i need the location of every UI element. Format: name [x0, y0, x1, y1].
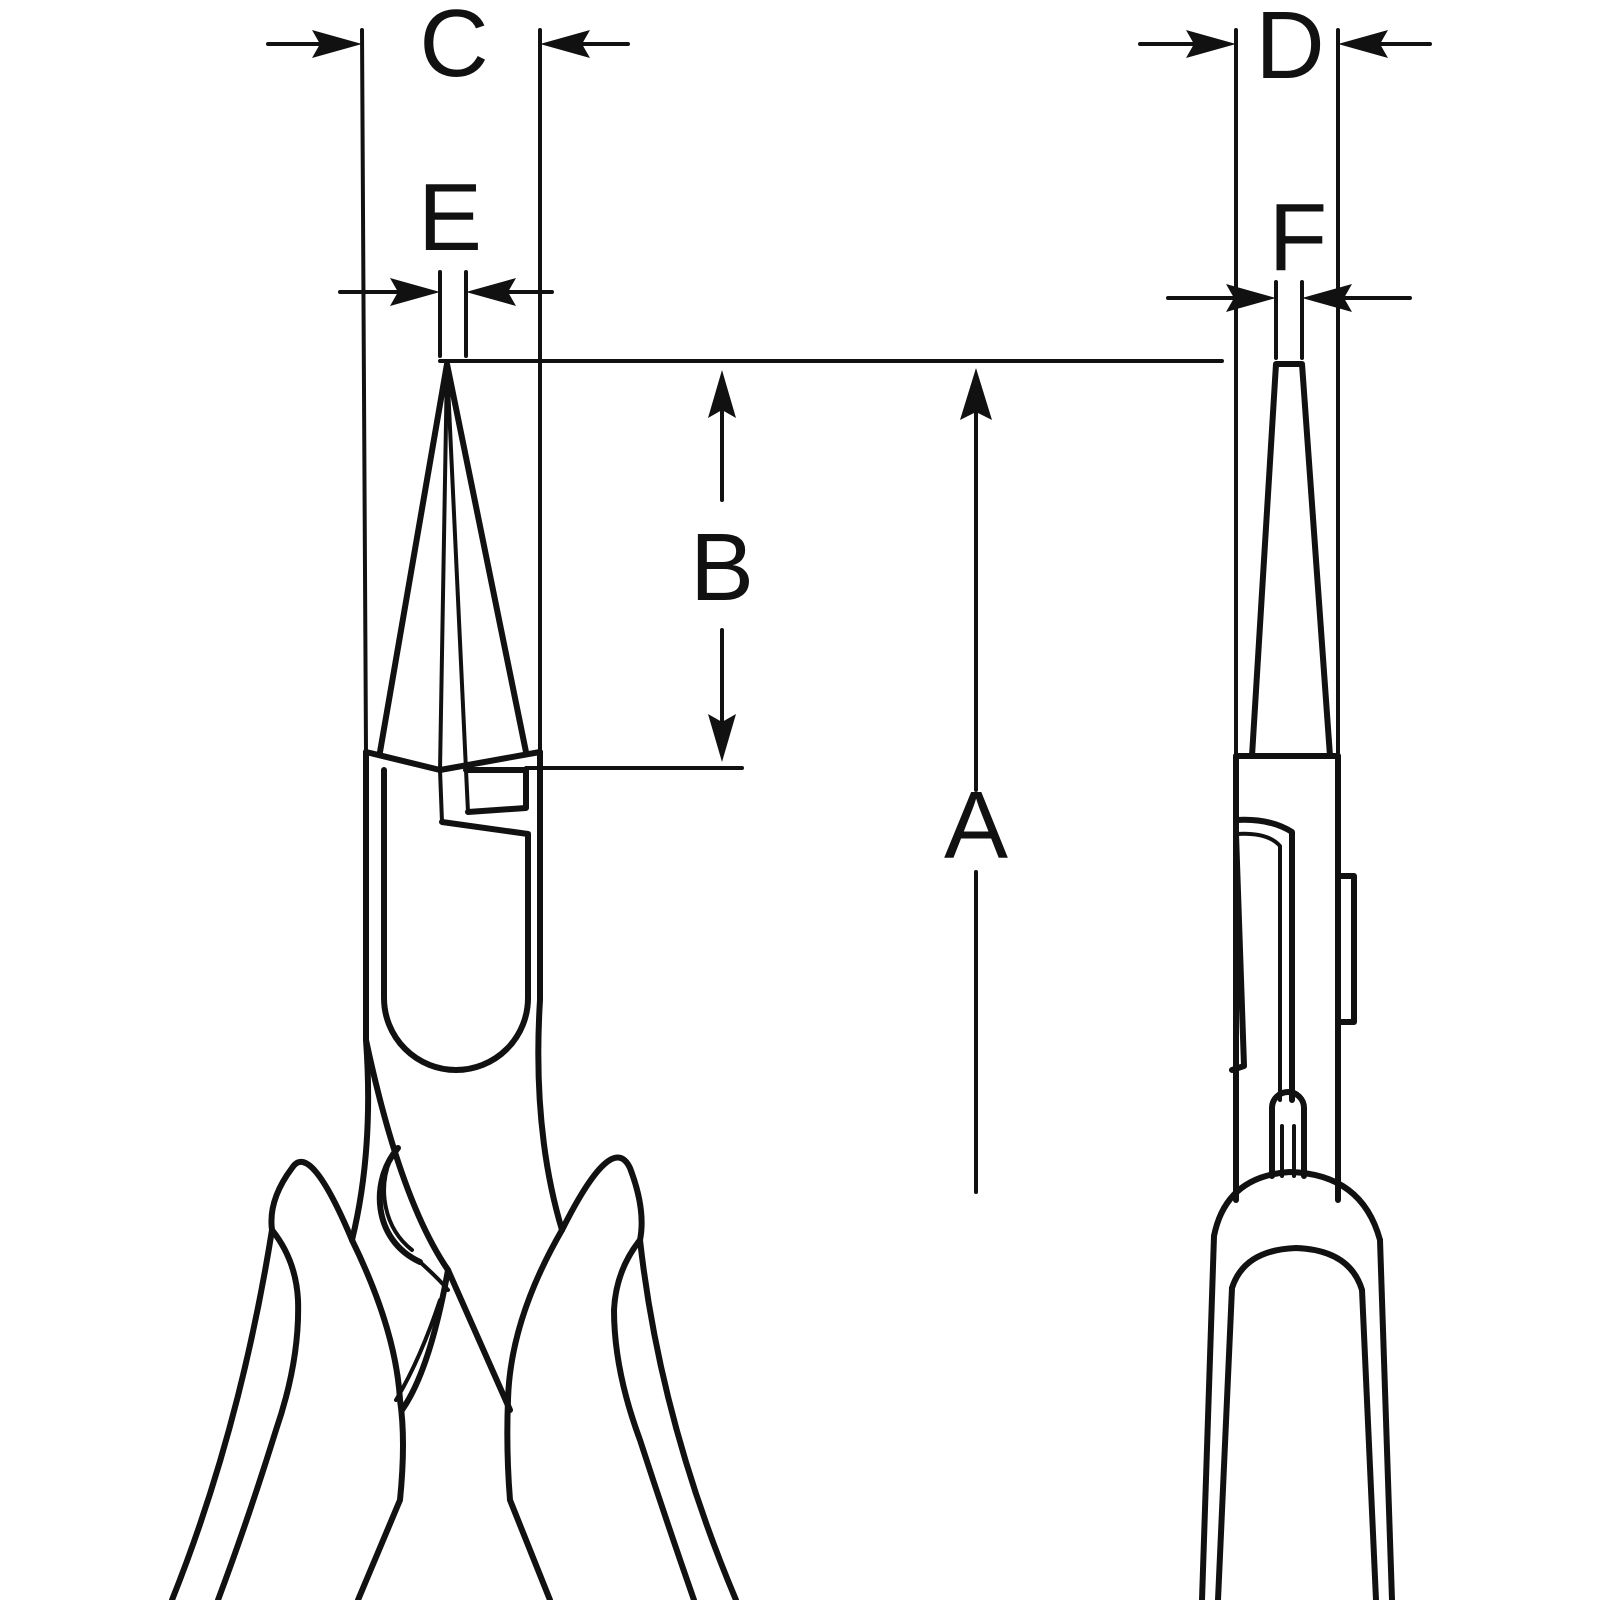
- front-view-pliers: [169, 361, 739, 1600]
- label-e: E: [418, 164, 482, 271]
- side-view-pliers: [1199, 361, 1395, 1600]
- dimension-a: A: [944, 368, 1008, 1194]
- label-d: D: [1255, 0, 1324, 99]
- label-a: A: [944, 772, 1008, 879]
- label-c: C: [419, 0, 488, 97]
- label-b: B: [690, 514, 754, 621]
- label-f: F: [1269, 184, 1328, 291]
- dimension-e: E: [338, 164, 554, 358]
- dimension-f: F: [1166, 184, 1412, 360]
- dimension-c: C: [266, 0, 630, 754]
- dimension-b: B: [438, 359, 1224, 770]
- dimension-d: D: [1138, 0, 1432, 758]
